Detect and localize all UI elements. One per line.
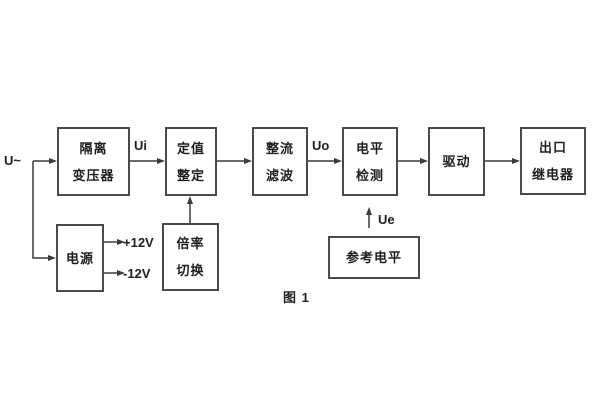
label-ui: Ui [134,138,147,153]
conn-input-branch-to-power [32,161,56,261]
label-plus-12v: +12V [123,235,154,250]
block-setting-adjust: 定值 整定 [165,127,217,196]
label-minus-12v: -12V [123,266,151,281]
block-level-detection: 电平 检测 [342,127,398,196]
label-uo: Uo [312,138,330,153]
block-output-relay: 出口 继电器 [520,127,586,195]
label-ue: Ue [378,212,395,227]
block-rectifier-filter: 整流 滤波 [252,127,308,196]
block-power-supply: 电源 [56,224,104,292]
block-reference-level: 参考电平 [328,236,420,279]
figure-caption: 图 1 [283,290,310,305]
block-isolation-transformer: 隔离 变压器 [57,127,130,196]
label-input-voltage: U~ [4,153,21,168]
block-driver: 驱动 [428,127,485,196]
block-ratio-switch: 倍率 切换 [162,223,219,291]
